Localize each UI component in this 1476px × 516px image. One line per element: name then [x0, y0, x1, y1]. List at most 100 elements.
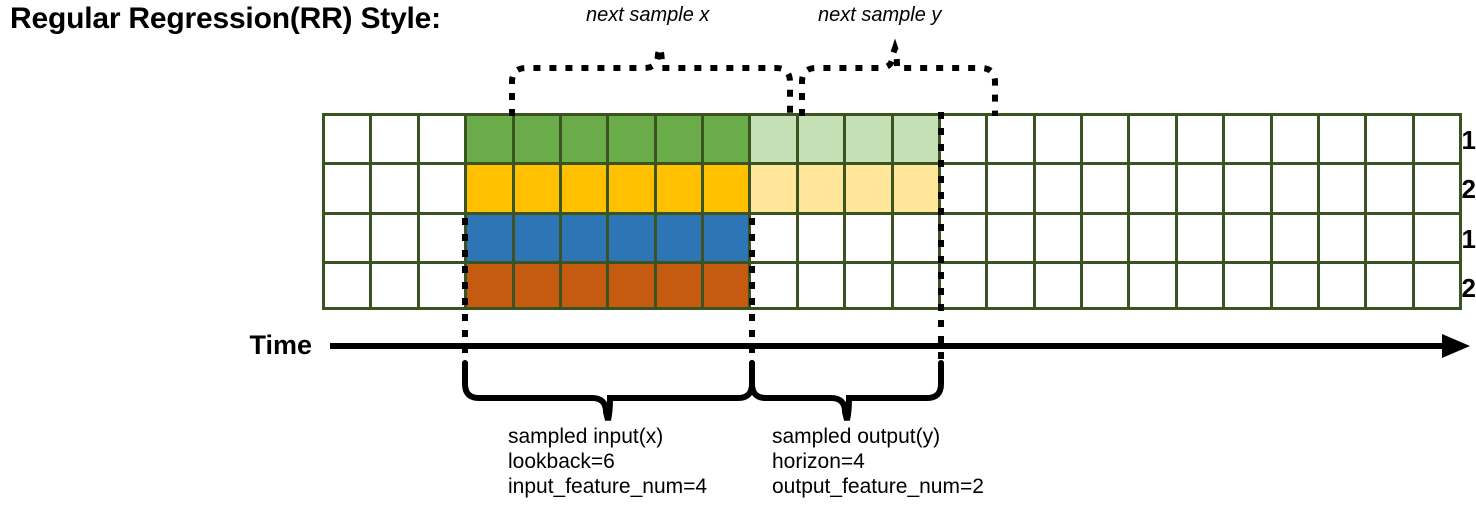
grid-row — [322, 162, 1462, 212]
grid-cell — [798, 214, 844, 261]
bottom-brace-sampled-output — [749, 360, 944, 421]
grid-cell — [372, 116, 417, 163]
grid-cell — [325, 165, 370, 212]
grid-cell — [419, 116, 465, 163]
grid-cell — [704, 263, 749, 307]
timeseries-grid — [322, 113, 1462, 310]
grid-row — [322, 113, 1462, 163]
sampled-output-line-2: horizon=4 — [772, 450, 865, 473]
top-brace-next-sample-y — [799, 38, 998, 116]
grid-cell — [1414, 165, 1459, 212]
time-axis-label: Time — [249, 330, 312, 360]
grid-cell — [1319, 214, 1365, 261]
grid-cell — [561, 116, 607, 163]
grid-cell — [893, 263, 938, 307]
sampled-output-line-3: output_feature_num=2 — [772, 475, 984, 498]
grid-cell — [751, 116, 796, 163]
grid-cell — [467, 214, 512, 261]
grid-row — [322, 212, 1462, 261]
grid-cell — [419, 214, 465, 261]
grid-cell — [609, 214, 654, 261]
grid-cell — [325, 263, 370, 307]
grid-cell — [1177, 263, 1223, 307]
grid-cell — [988, 165, 1033, 212]
grid-cell — [1035, 116, 1080, 163]
grid-cell — [1367, 263, 1412, 307]
grid-cell — [1225, 165, 1270, 212]
sampled-input-line-3: input_feature_num=4 — [508, 475, 708, 498]
grid-cell — [656, 165, 701, 212]
grid-cell — [846, 116, 891, 163]
page-title: Regular Regression(RR) Style: — [10, 2, 441, 35]
grid-cell — [1035, 214, 1080, 261]
grid-cell — [1130, 165, 1175, 212]
grid-cell — [325, 116, 370, 163]
grid-cell — [656, 116, 701, 163]
grid-cell — [940, 165, 986, 212]
grid-cell — [1083, 263, 1128, 307]
grid-cell — [514, 165, 559, 212]
grid-cell — [514, 214, 559, 261]
grid-cell — [704, 165, 749, 212]
grid-cell — [751, 263, 796, 307]
grid-cell — [704, 214, 749, 261]
grid-cell — [1130, 263, 1175, 307]
time-axis-arrow — [330, 334, 1470, 358]
grid-cell — [1367, 116, 1412, 163]
grid-cell — [846, 214, 891, 261]
grid-cell — [893, 116, 938, 163]
grid-cell — [1272, 263, 1317, 307]
grid-row — [322, 261, 1462, 310]
grid-cell — [988, 116, 1033, 163]
grid-cell — [940, 214, 986, 261]
grid-cell — [940, 116, 986, 163]
grid-cell — [419, 165, 465, 212]
grid-cell — [1319, 263, 1365, 307]
bottom-brace-sampled-input — [462, 360, 755, 421]
grid-cell — [1035, 165, 1080, 212]
grid-cell — [1035, 263, 1080, 307]
grid-cell — [798, 165, 844, 212]
caption-sampled-output: sampled output(y) horizon=4 output_featu… — [772, 424, 984, 499]
grid-cell — [1414, 263, 1459, 307]
grid-cell — [893, 214, 938, 261]
grid-cell — [1272, 116, 1317, 163]
grid-cell — [1083, 116, 1128, 163]
grid-cell — [988, 214, 1033, 261]
grid-cell — [988, 263, 1033, 307]
grid-cell — [1225, 214, 1270, 261]
caption-next-sample-x: next sample x — [586, 4, 710, 26]
grid-cell — [467, 116, 512, 163]
grid-cell — [1319, 165, 1365, 212]
grid-cell — [561, 165, 607, 212]
grid-cell — [1272, 214, 1317, 261]
grid-cell — [372, 165, 417, 212]
grid-cell — [1272, 165, 1317, 212]
grid-cell — [1130, 116, 1175, 163]
grid-cell — [609, 165, 654, 212]
sampled-input-line-2: lookback=6 — [508, 450, 615, 473]
grid-cell — [467, 263, 512, 307]
grid-cell — [1414, 214, 1459, 261]
top-brace-next-sample-x — [509, 38, 793, 116]
grid-cell — [1367, 165, 1412, 212]
grid-cell — [751, 214, 796, 261]
grid-cell — [1177, 214, 1223, 261]
grid-cell — [1083, 214, 1128, 261]
grid-cell — [514, 116, 559, 163]
grid-cell — [1083, 165, 1128, 212]
grid-cell — [609, 116, 654, 163]
grid-cell — [1177, 165, 1223, 212]
grid-cell — [1225, 263, 1270, 307]
grid-cell — [1367, 214, 1412, 261]
grid-cell — [561, 263, 607, 307]
grid-cell — [751, 165, 796, 212]
grid-cell — [372, 214, 417, 261]
grid-cell — [846, 263, 891, 307]
grid-cell — [798, 263, 844, 307]
grid-cell — [1225, 116, 1270, 163]
grid-cell — [1319, 116, 1365, 163]
caption-sampled-input: sampled input(x) lookback=6 input_featur… — [508, 424, 707, 499]
grid-cell — [1130, 214, 1175, 261]
grid-cell — [798, 116, 844, 163]
